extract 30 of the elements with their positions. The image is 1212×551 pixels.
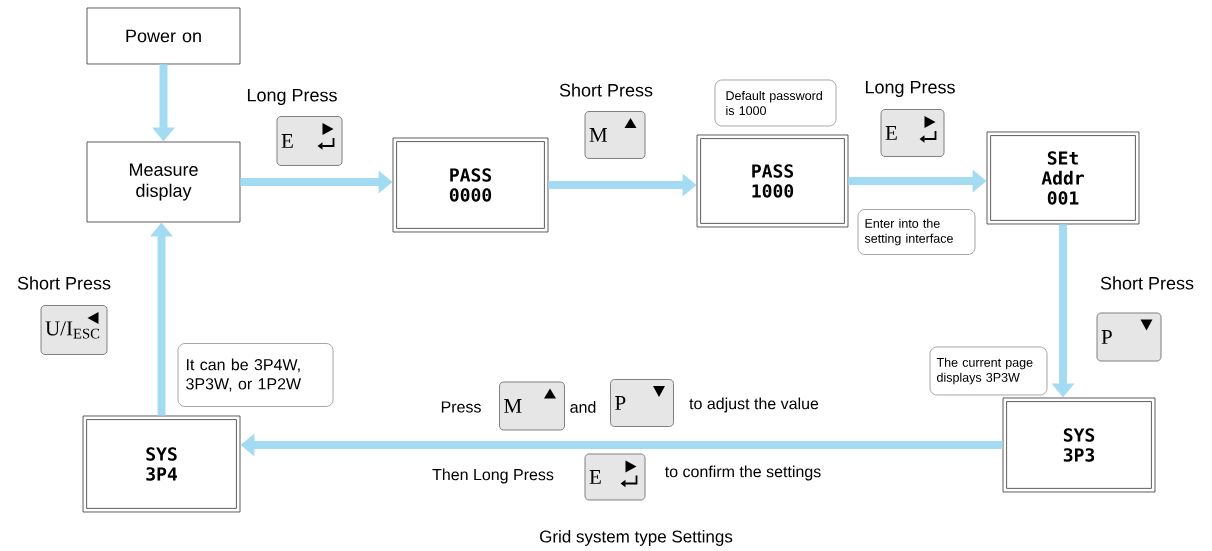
lcd-display: SEt Addr 001 (986, 131, 1140, 225)
instruction-text: Press (441, 401, 481, 413)
key-caption: Long Press (865, 80, 955, 98)
key-button: E (584, 453, 646, 501)
instruction-text: Then Long Press (432, 468, 554, 484)
key-button: P (610, 379, 674, 427)
lcd-display: SYS 3P3 (1002, 397, 1156, 493)
key-button: M (584, 111, 646, 159)
key-caption: Short Press (17, 276, 111, 290)
key-button: P (1096, 312, 1162, 362)
process-box: Measure display (86, 141, 241, 223)
callout-box: Default password is 1000 (714, 79, 837, 127)
key-button: U/I$_{ESC}$ (40, 305, 108, 355)
key-button: E (880, 109, 945, 157)
lcd-display: PASS 1000 (696, 134, 849, 228)
key-caption: Short Press (559, 83, 653, 97)
callout-box: It can be 3P4W, 3P3W, or 1P2W (177, 343, 334, 407)
callout-box: Enter into the setting interface (857, 209, 976, 255)
lcd-display: SYS 3P4 (82, 415, 241, 513)
key-button: M (499, 381, 565, 431)
instruction-text: to adjust the value (689, 397, 819, 413)
key-caption: Long Press (247, 88, 337, 106)
key-caption: Short Press (1100, 276, 1194, 290)
instruction-text: and (570, 401, 596, 413)
process-box: Power on (86, 7, 241, 65)
callout-box: The current page displays 3P3W (929, 346, 1048, 396)
lcd-display: PASS 0000 (392, 137, 549, 233)
instruction-text: to confirm the settings (665, 465, 821, 481)
key-button: E (276, 116, 343, 166)
caption: Grid system type Settings (540, 530, 733, 546)
